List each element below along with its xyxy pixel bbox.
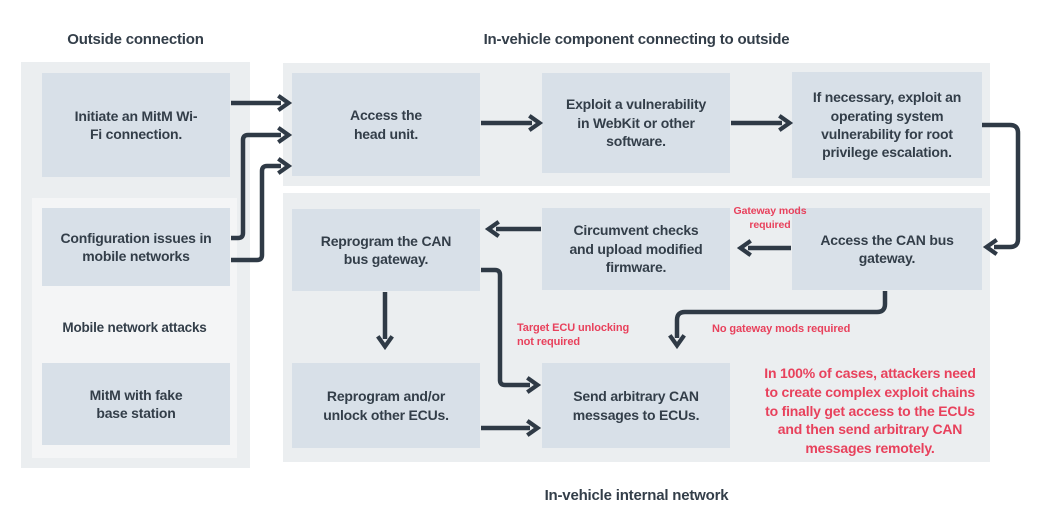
node-label: Initiate an MitM Wi-Fi connection. xyxy=(74,107,198,142)
node-label: MitM with fake base station xyxy=(89,386,183,421)
header-in-vehicle-outside: In-vehicle component connecting to outsi… xyxy=(483,31,790,48)
note-line: to create complex exploit chains xyxy=(765,383,975,400)
note-line: to finally get access to the ECUs xyxy=(765,402,975,419)
header-outside-connection: Outside connection xyxy=(67,31,204,48)
node-access-head-unit: Access the head unit. xyxy=(292,73,480,176)
node-send-can-messages: Send arbitrary CAN messages to ECUs. xyxy=(542,363,730,448)
node-label: Access the head unit. xyxy=(350,107,422,142)
label-mobile-network-attacks: Mobile network attacks xyxy=(62,320,207,335)
node-label: Circumvent checks and upload modified fi… xyxy=(569,222,703,276)
node-os-root-escalation: If necessary, exploit an operating syste… xyxy=(792,72,982,178)
edge-label-gateway-mods-required: Gateway mods required xyxy=(733,205,807,231)
node-access-can-gateway: Access the CAN bus gateway. xyxy=(792,208,982,290)
note-line: and then send arbitrary CAN xyxy=(777,421,963,438)
node-label: If necessary, exploit an operating syste… xyxy=(812,89,962,161)
node-label: Reprogram the CAN bus gateway. xyxy=(320,232,452,267)
node-reprogram-unlock-ecus: Reprogram and/or unlock other ECUs. xyxy=(292,363,480,448)
note-line: In 100% of cases, attackers need xyxy=(764,365,976,381)
node-label: Access the CAN bus gateway. xyxy=(820,231,954,266)
header-in-vehicle-internal: In-vehicle internal network xyxy=(544,487,729,504)
node-circumvent-checks: Circumvent checks and upload modified fi… xyxy=(542,208,730,290)
note-line: messages remotely. xyxy=(805,440,935,456)
node-mitm-fake-base-station: MitM with fake base station xyxy=(42,363,230,445)
node-label: Reprogram and/or unlock other ECUs. xyxy=(323,388,449,423)
node-label: Send arbitrary CAN messages to ECUs. xyxy=(572,388,700,423)
node-reprogram-can-gateway: Reprogram the CAN bus gateway. xyxy=(292,209,480,291)
edge-label-target-ecu-unlocking: Target ECU unlocking not required xyxy=(517,322,630,349)
edge-label-no-gateway-mods: No gateway mods required xyxy=(712,323,851,335)
node-label: Configuration issues in mobile networks xyxy=(60,229,212,264)
node-initiate-mitm-wifi: Initiate an MitM Wi-Fi connection. xyxy=(42,73,230,177)
node-label: Exploit a vulnerability in WebKit or oth… xyxy=(565,96,707,150)
node-exploit-webkit: Exploit a vulnerability in WebKit or oth… xyxy=(542,73,730,173)
node-config-issues-mobile: Configuration issues in mobile networks xyxy=(42,208,230,286)
attack-chain-note: In 100% of cases, attackers need to crea… xyxy=(752,364,988,458)
